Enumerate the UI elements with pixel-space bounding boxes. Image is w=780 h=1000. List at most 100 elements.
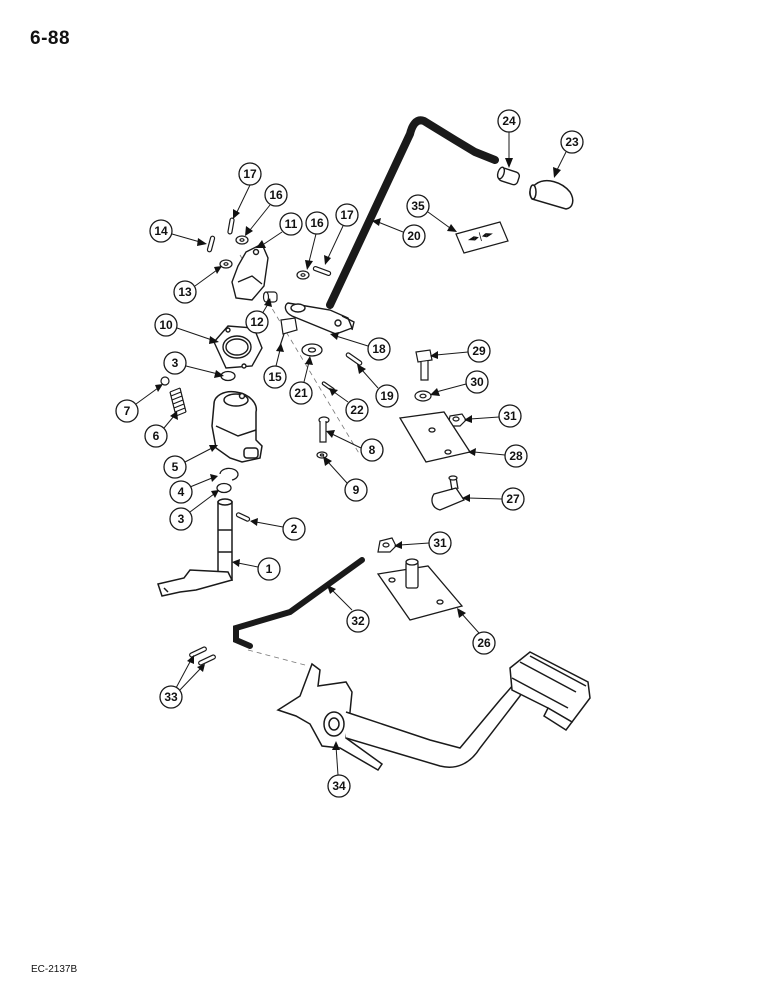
svg-text:28: 28 xyxy=(509,449,523,463)
callout-12: 12 xyxy=(245,298,272,334)
svg-text:3: 3 xyxy=(178,512,185,526)
svg-text:16: 16 xyxy=(310,216,324,230)
svg-text:13: 13 xyxy=(178,285,192,299)
mounting-flange xyxy=(213,325,263,369)
lever-sleeve xyxy=(496,166,521,186)
small-washers xyxy=(219,235,310,280)
detent-spring xyxy=(169,387,187,417)
callout-2: 2 xyxy=(250,517,306,541)
link-bolt xyxy=(279,317,298,347)
callout-7: 7 xyxy=(115,384,163,423)
svg-text:12: 12 xyxy=(250,315,264,329)
callout-3a: 3 xyxy=(163,351,224,378)
callout-5: 5 xyxy=(163,445,218,479)
detent-ball xyxy=(160,376,170,386)
svg-text:11: 11 xyxy=(285,217,298,231)
callout-29: 29 xyxy=(430,339,491,363)
svg-text:24: 24 xyxy=(502,114,516,128)
callout-18: 18 xyxy=(330,332,391,361)
svg-text:6: 6 xyxy=(153,429,160,443)
callout-1: 1 xyxy=(232,557,281,581)
svg-text:26: 26 xyxy=(477,636,491,650)
callout-22: 22 xyxy=(329,388,369,422)
svg-text:9: 9 xyxy=(353,483,360,497)
callout-35: 35 xyxy=(406,194,457,232)
flat-washer xyxy=(301,343,323,357)
clutch-pedal xyxy=(276,651,591,772)
svg-text:23: 23 xyxy=(565,135,579,149)
shift-shaft xyxy=(157,498,234,597)
svg-text:5: 5 xyxy=(172,460,179,474)
nut-lower xyxy=(377,537,397,553)
svg-text:20: 20 xyxy=(407,229,421,243)
callout-17a: 17 xyxy=(233,162,262,219)
figure-code: EC-2137B xyxy=(31,964,78,975)
shift-knob xyxy=(529,180,574,210)
svg-text:35: 35 xyxy=(411,199,425,213)
callout-21: 21 xyxy=(289,356,313,405)
svg-text:16: 16 xyxy=(269,188,283,202)
mounting-plate-lower xyxy=(376,558,464,621)
bracket-pin xyxy=(262,291,278,303)
lever-link-plate xyxy=(284,302,355,335)
svg-text:30: 30 xyxy=(470,375,484,389)
callout-32: 32 xyxy=(327,585,370,633)
svg-text:31: 31 xyxy=(503,409,517,423)
callout-16a: 16 xyxy=(245,183,288,236)
callout-23: 23 xyxy=(553,130,584,178)
callout-6: 6 xyxy=(144,411,178,448)
shift-pattern-decal: ◄▸|◂► xyxy=(455,221,509,254)
bolt-29-and-washer-30 xyxy=(414,349,433,402)
selector-bracket xyxy=(231,243,269,301)
callout-11: 11 xyxy=(256,212,303,248)
cap-screw-and-washer xyxy=(316,416,330,459)
callout-13: 13 xyxy=(173,266,222,304)
callout-15: 15 xyxy=(263,343,287,389)
callout-10: 10 xyxy=(154,313,219,344)
svg-text:10: 10 xyxy=(159,318,173,332)
callout-27: 27 xyxy=(462,487,525,511)
callout-4: 4 xyxy=(169,474,218,504)
svg-text:32: 32 xyxy=(351,614,365,628)
svg-text:15: 15 xyxy=(268,370,282,384)
callout-33: 33 xyxy=(159,655,205,709)
callout-14: 14 xyxy=(149,219,207,246)
svg-text:2: 2 xyxy=(291,522,298,536)
callout-9: 9 xyxy=(323,456,368,502)
svg-text:27: 27 xyxy=(506,492,520,506)
svg-text:17: 17 xyxy=(340,208,354,222)
callout-31b: 31 xyxy=(394,531,452,555)
callout-3b: 3 xyxy=(169,490,219,531)
svg-text:14: 14 xyxy=(154,224,168,238)
callout-19: 19 xyxy=(357,364,399,408)
svg-text:21: 21 xyxy=(294,386,308,400)
callout-28: 28 xyxy=(468,444,528,468)
retaining-ring-lower xyxy=(216,482,232,494)
callout-30: 30 xyxy=(430,370,489,396)
svg-text:8: 8 xyxy=(369,443,376,457)
cotter-pins xyxy=(189,646,216,666)
svg-text:4: 4 xyxy=(178,485,185,499)
roll-pins xyxy=(206,217,363,392)
svg-text:18: 18 xyxy=(372,342,386,356)
stop-stud xyxy=(431,475,465,511)
callout-24: 24 xyxy=(497,109,521,168)
callout-17b: 17 xyxy=(324,203,359,265)
svg-text:29: 29 xyxy=(472,344,486,358)
callout-8: 8 xyxy=(326,430,384,462)
svg-text:17: 17 xyxy=(243,167,257,181)
shift-housing xyxy=(211,390,263,463)
callout-20: 20 xyxy=(372,218,426,248)
svg-text:1: 1 xyxy=(266,562,273,576)
spring-pin xyxy=(235,512,251,522)
snap-ring xyxy=(219,467,239,481)
callout-26: 26 xyxy=(457,608,496,655)
svg-text:22: 22 xyxy=(350,403,364,417)
svg-text:31: 31 xyxy=(433,536,447,550)
callout-16b: 16 xyxy=(305,211,329,270)
callout-34: 34 xyxy=(327,741,351,798)
svg-text:3: 3 xyxy=(172,356,179,370)
page-number: 6-88 xyxy=(30,28,71,49)
svg-text:33: 33 xyxy=(164,690,178,704)
